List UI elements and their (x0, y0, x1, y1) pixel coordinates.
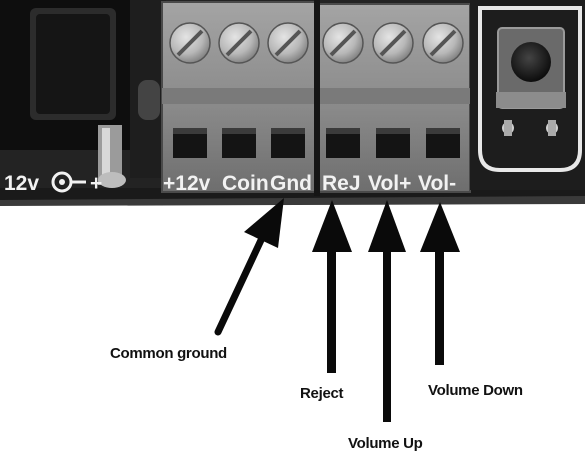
dc-barrel-jack-icon (0, 0, 166, 188)
arrow-volume-up (368, 200, 406, 422)
callout-volume-up: Volume Up (348, 435, 423, 452)
terminal-label-coin: Coin (222, 172, 269, 195)
arrow-volume-down (420, 202, 460, 365)
screw-terminal-icon (322, 22, 464, 64)
callout-reject: Reject (300, 385, 344, 402)
power-polarity-label: + (90, 172, 102, 195)
terminal-label-vol-plus: Vol+ (368, 172, 411, 195)
terminal-block-right (314, 0, 471, 196)
arrow-reject (312, 200, 352, 373)
terminal-label-12v: +12v (163, 172, 211, 195)
terminal-label-vol-minus: Vol- (418, 172, 456, 195)
terminal-label-gnd: Gnd (270, 172, 312, 195)
polarity-symbol-icon (51, 171, 86, 193)
push-button-icon (470, 0, 585, 190)
terminal-block-left (161, 1, 317, 193)
screw-terminal-icon (169, 22, 309, 64)
arrow-common-ground (214, 198, 284, 336)
power-jack-label: 12v (4, 172, 39, 195)
callout-common-ground: Common ground (110, 345, 227, 362)
callout-volume-down: Volume Down (428, 382, 523, 399)
terminal-label-rej: ReJ (322, 172, 361, 195)
